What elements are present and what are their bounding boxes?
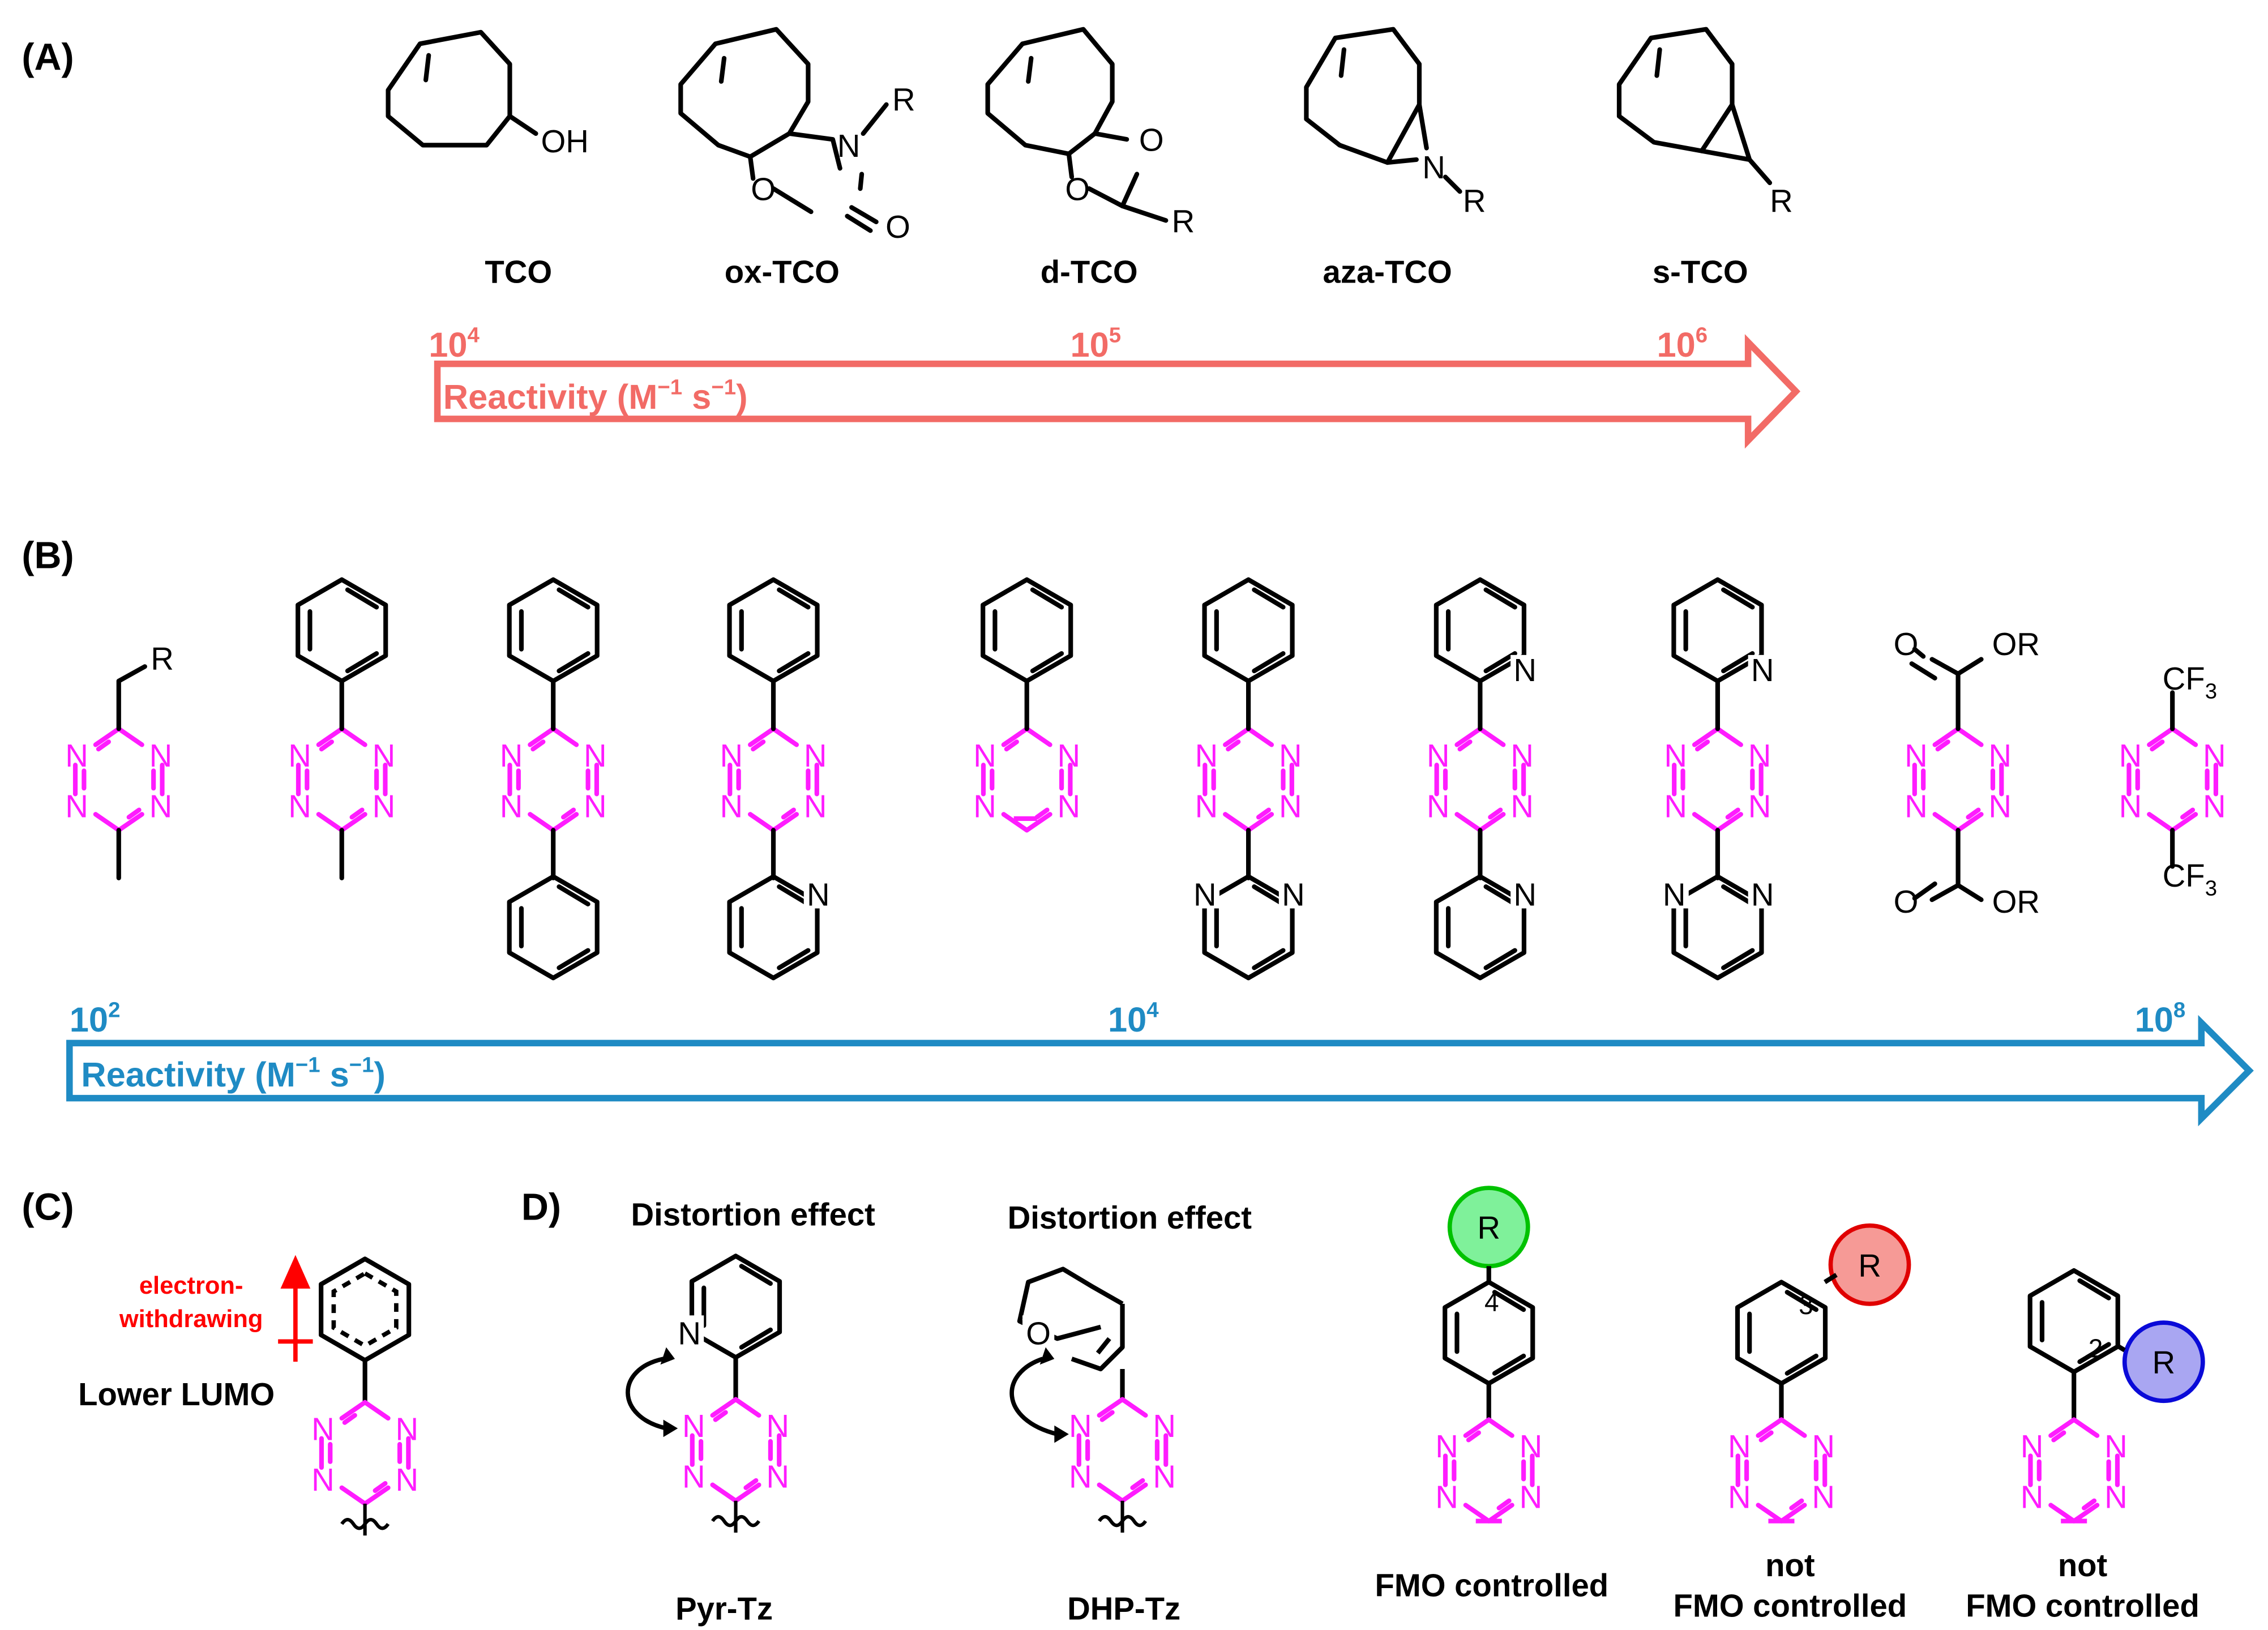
- ortho-r-label: R: [2152, 1345, 2175, 1380]
- pyrimidine-n-label: N: [1663, 876, 1686, 912]
- panel-label-b: (B): [22, 534, 74, 576]
- tz-tick-1e8: 108: [2135, 998, 2186, 1039]
- d-tco-r-label: R: [1172, 203, 1195, 239]
- tz-tick-1e2: 102: [70, 998, 121, 1039]
- fmo-controlled-label-2: FMO controlled: [1674, 1588, 1907, 1623]
- ox-tco-name: ox-TCO: [725, 254, 840, 289]
- tco-molecule: [386, 29, 538, 148]
- tz-tick-1e4: 104: [1108, 998, 1159, 1039]
- carbonyl-o-label: O: [1894, 884, 1919, 919]
- tetrazine-substituents: [116, 647, 2175, 902]
- position-2-label: 2: [2089, 1334, 2103, 1363]
- attachment-point: [340, 1503, 390, 1536]
- panel-a: (A) OH TCO N R O O ox-TCO: [22, 27, 1801, 449]
- tco-name: TCO: [485, 254, 552, 289]
- aza-tco-n-label: N: [1422, 149, 1445, 185]
- aza-tco-name: aza-TCO: [1323, 254, 1452, 289]
- pyrimidine-n-label: N: [1282, 876, 1305, 912]
- ox-tco-molecule: [678, 27, 889, 233]
- tco-tick-1e5: 105: [1070, 323, 1121, 365]
- not-label-2: not: [2058, 1547, 2108, 1583]
- pyrimidine-n-label: N: [1751, 876, 1774, 912]
- ortho-substituted-molecule: R 2 not FMO controlled: [1966, 1270, 2205, 1623]
- cf3-label: CF3: [2163, 661, 2217, 703]
- fmo-controlled-label: FMO controlled: [1375, 1568, 1609, 1603]
- tco-tick-1e6: 106: [1657, 323, 1708, 365]
- ewg-line2: withdrawing: [119, 1306, 263, 1333]
- ester-or-label: OR: [1992, 626, 2040, 662]
- panel-label-c: (C): [22, 1186, 74, 1228]
- ester-or-label: OR: [1992, 884, 2040, 919]
- dhp-tz-name: DHP-Tz: [1067, 1591, 1180, 1627]
- ox-tco-r-label: R: [892, 82, 915, 117]
- panel-label-a: (A): [22, 36, 74, 78]
- cf3-label: CF3: [2163, 858, 2217, 900]
- d-tco-name: d-TCO: [1041, 254, 1138, 289]
- meta-r-label: R: [1858, 1247, 1881, 1283]
- d-tco-o-label: O: [1065, 172, 1090, 207]
- para-r-label: R: [1477, 1210, 1500, 1246]
- panel-label-d: D): [521, 1186, 561, 1228]
- meta-substituted-molecule: R 3 not FMO controlled: [1674, 1223, 1911, 1623]
- not-label-1: not: [1765, 1547, 1815, 1583]
- s-tco-name: s-TCO: [1653, 254, 1748, 289]
- pyr-tz-name: Pyr-Tz: [675, 1591, 773, 1627]
- panel-c: (C) electron- withdrawing Lower LUMO: [22, 1186, 418, 1536]
- s-tco-molecule: [1616, 27, 1773, 185]
- tz-reactivity-label: Reactivity (M−1 s−1): [81, 1053, 386, 1095]
- ox-tco-o-ring-label: O: [751, 172, 776, 207]
- ewg-line1: electron-: [139, 1272, 243, 1299]
- distortion-effect-1: Distortion effect: [631, 1197, 876, 1233]
- dashed-aryl-ring: [319, 1256, 412, 1402]
- position-4-label: 4: [1484, 1287, 1499, 1317]
- tco-reactivity-label: Reactivity (M−1 s−1): [443, 375, 748, 417]
- pyridine-n-label: N: [807, 876, 830, 912]
- ox-tco-n-label: N: [837, 128, 861, 164]
- dhp-tz-molecule: O DHP-Tz: [1009, 1267, 1180, 1627]
- pyridine-n-label: N: [1513, 652, 1537, 688]
- dhp-o-label: O: [1026, 1315, 1051, 1351]
- d-tco-molecule: [985, 27, 1169, 223]
- tz-reactivity-arrow: 102 104 108 Reactivity (M−1 s−1): [66, 998, 2254, 1127]
- panel-b: (B): [22, 534, 2254, 1127]
- pyridine-n-label: N: [1513, 876, 1537, 912]
- pyridine-n-label: N: [1751, 652, 1774, 688]
- pyrimidine-n-label: N: [1193, 876, 1217, 912]
- position-3-label: 3: [1799, 1290, 1813, 1320]
- s-tco-r-label: R: [1770, 183, 1793, 219]
- pyr-tz-molecule: N Pyr-Tz: [626, 1256, 789, 1627]
- tetrazine-series: [65, 729, 2226, 830]
- tco-reactivity-arrow: 104 105 106 Reactivity (M−1 s−1): [429, 323, 1801, 449]
- pyr-n-label: N: [678, 1315, 701, 1351]
- tco-tick-1e4: 104: [429, 323, 480, 365]
- d-tco-o-label: O: [1139, 122, 1164, 158]
- para-substituted-molecule: R 4 FMO controlled: [1375, 1186, 1609, 1603]
- aza-tco-molecule: [1304, 27, 1462, 194]
- panel-d: D) Distortion effect Distortion effect N…: [521, 1186, 2205, 1627]
- carbonyl-o-label: O: [1894, 626, 1919, 662]
- alkyl-r-label: R: [151, 640, 174, 676]
- lower-lumo-label: Lower LUMO: [78, 1376, 275, 1412]
- distortion-effect-2: Distortion effect: [1008, 1200, 1252, 1235]
- ewg-arrow: [278, 1255, 313, 1362]
- ox-tco-o-carbonyl-label: O: [885, 209, 910, 245]
- fmo-controlled-label-3: FMO controlled: [1966, 1588, 2199, 1623]
- aza-tco-r-label: R: [1463, 183, 1486, 219]
- tco-oh-label: OH: [541, 123, 588, 159]
